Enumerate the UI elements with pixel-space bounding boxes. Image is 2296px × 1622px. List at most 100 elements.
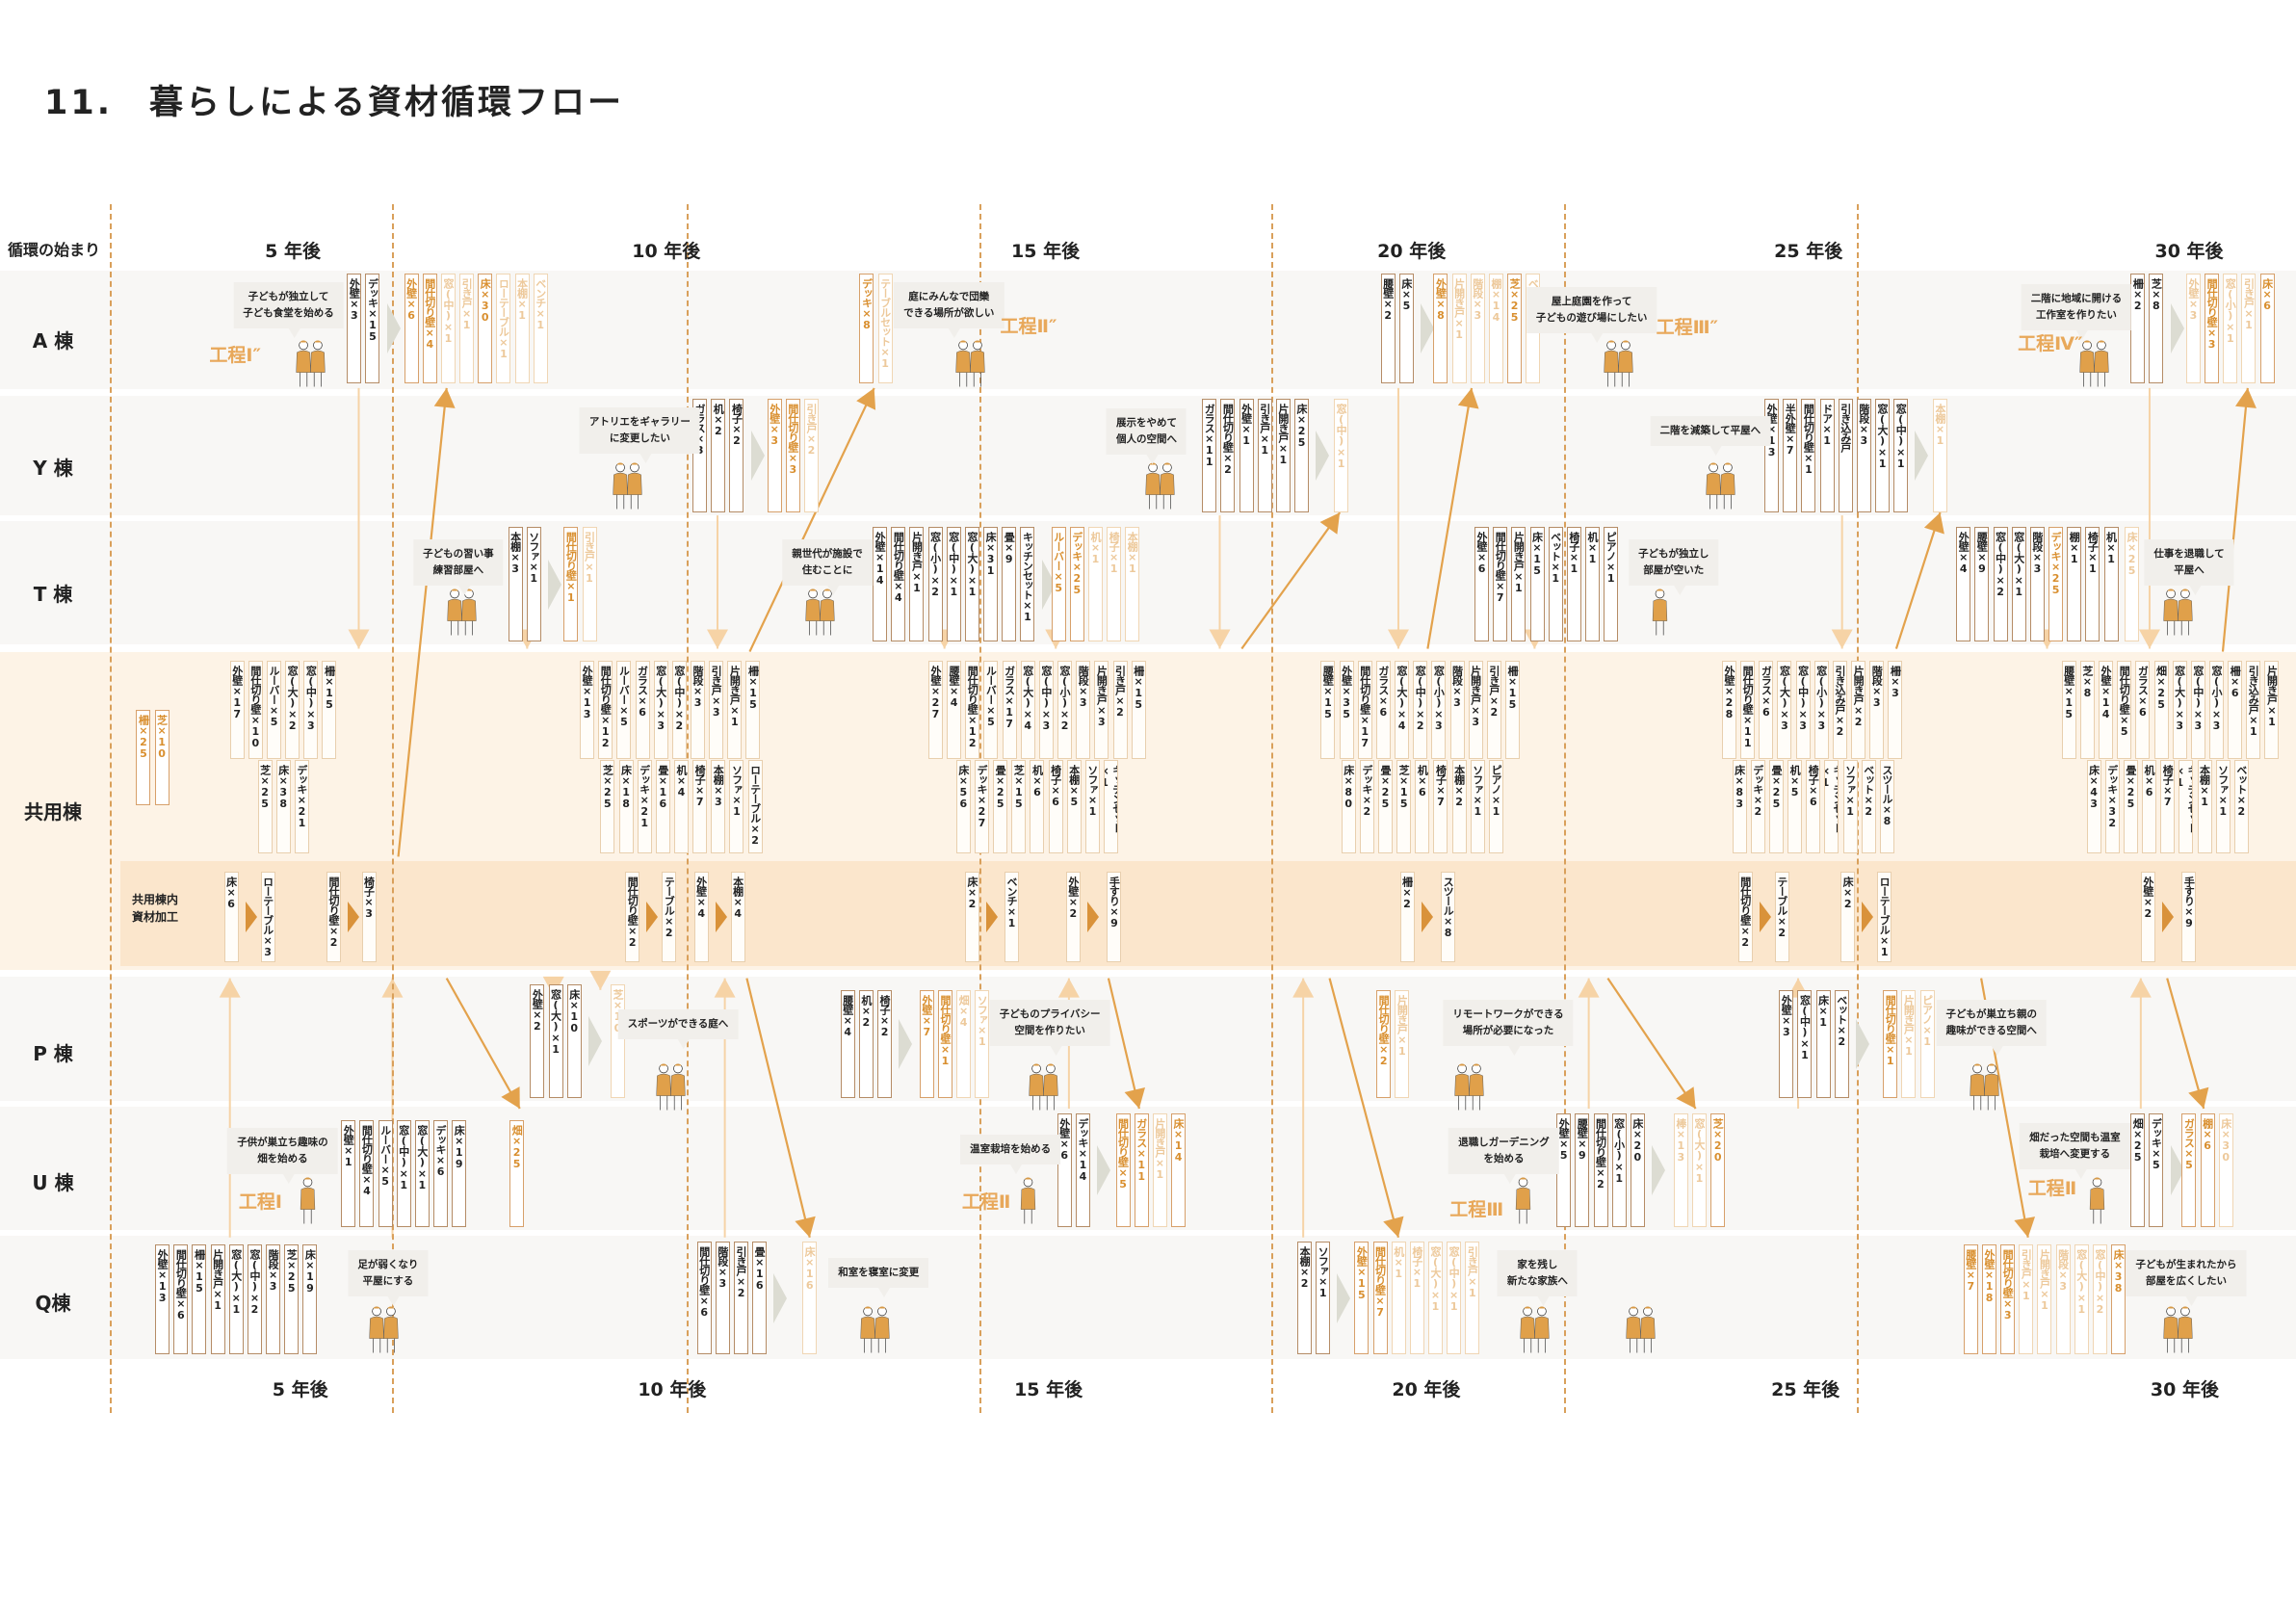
material-card: デッキ×32 xyxy=(2104,760,2120,854)
material-card: 机×1 xyxy=(1584,527,1600,641)
year-label-top: 30 年後 xyxy=(2154,241,2224,262)
material-card: 間仕切り壁×2 xyxy=(1593,1112,1608,1228)
material-card: 外壁×18 xyxy=(1982,1244,1997,1355)
material-card: 片開き戸×1 xyxy=(1275,398,1291,513)
material-card: 机×2 xyxy=(858,989,874,1099)
transition-chevron-icon xyxy=(750,430,765,481)
row-label-a: A 棟 xyxy=(32,328,74,353)
speech-bubble: 子どもが独立し 部屋が空いた xyxy=(1629,538,1719,595)
material-card: 間仕切り壁×4 xyxy=(359,1120,375,1228)
material-card: ソファ×1 xyxy=(729,760,744,854)
material-card: 本棚×1 xyxy=(1125,527,1140,641)
process-label: 工程Ⅰ xyxy=(238,1191,282,1214)
material-card: 窓(小)×1 xyxy=(1611,1112,1627,1228)
arrowhead-icon xyxy=(795,1216,816,1238)
material-card: ガラス×11 xyxy=(1134,1112,1149,1228)
material-card: 間仕切り壁×5 xyxy=(2117,660,2132,759)
speech-bubble: 親世代が施設で 住むことに xyxy=(782,538,873,595)
material-card: スツール×8 xyxy=(1879,760,1894,854)
material-card: 棚×6 xyxy=(2200,1112,2215,1228)
material-card: ドア×1 xyxy=(1819,398,1835,513)
material-card: 外壁×28 xyxy=(1722,660,1736,759)
material-card: 片開き戸×1 xyxy=(1152,1112,1167,1228)
flow-arrow-line xyxy=(1606,978,1697,1110)
material-card: 間仕切り壁×17 xyxy=(1357,660,1372,759)
resident-figure-icon xyxy=(2163,589,2193,636)
arrowhead-icon xyxy=(501,1086,520,1109)
resident-figure-icon xyxy=(613,462,642,510)
year-label-top: 10 年後 xyxy=(632,241,701,262)
material-card: ピアノ×1 xyxy=(1919,989,1935,1099)
material-card: ソファ×1 xyxy=(975,989,990,1099)
material-card: 間仕切り壁×6 xyxy=(696,1242,712,1355)
arrowhead-icon xyxy=(1387,629,1409,649)
flow-arrow-line xyxy=(397,387,448,857)
material-card: 床×6 xyxy=(2259,274,2275,384)
flow-arrow-line xyxy=(745,978,811,1239)
material-card: 芝×20 xyxy=(1710,1112,1726,1228)
material-card: 床×25 xyxy=(2125,527,2140,641)
arrowhead-icon xyxy=(1209,629,1231,649)
material-card: 椅子×7 xyxy=(1433,760,1448,854)
material-card: 腰壁×9 xyxy=(1575,1112,1590,1228)
material-card: 棒×13 xyxy=(1673,1112,1688,1228)
material-card: 床×83 xyxy=(1732,760,1747,854)
transition-chevron-icon xyxy=(1316,430,1330,481)
material-card: 窓(小)×2 xyxy=(927,527,943,641)
arrowhead-icon xyxy=(433,387,456,408)
arrowhead-icon xyxy=(348,629,370,649)
arrowhead-icon xyxy=(1676,1086,1696,1109)
material-card: 外壁×7 xyxy=(919,989,934,1099)
material-card: 窓(大)×1 xyxy=(414,1120,430,1228)
material-card: 本棚×1 xyxy=(2197,760,2212,854)
material-card: 外壁×3 xyxy=(2185,274,2201,384)
material-card: 外壁×35 xyxy=(1339,660,1354,759)
speech-bubble: 退職しガーデニング を始める xyxy=(1448,1127,1559,1184)
material-card: 手すり×9 xyxy=(1107,871,1122,962)
material-card: 窓(中)×1 xyxy=(440,274,456,384)
material-card: 棚×1 xyxy=(2067,527,2082,641)
process-arrow-icon xyxy=(1759,901,1771,932)
material-card: 床×31 xyxy=(983,527,999,641)
material-card: 窓(小)×1 xyxy=(2223,274,2238,384)
material-card: 間仕切り壁×1 xyxy=(1801,398,1816,513)
material-card: 外壁×3 xyxy=(347,274,362,384)
year-label-bottom: 30 年後 xyxy=(2150,1379,2219,1400)
material-card: 窓(中)×2 xyxy=(1993,527,2008,641)
material-card: デッキ×25 xyxy=(1069,527,1084,641)
material-card: 外壁×1 xyxy=(341,1120,356,1228)
material-card: 外壁×2 xyxy=(530,983,545,1099)
process-label: 工程Ⅳ″ xyxy=(2018,333,2083,355)
material-card: 窓(大)×1 xyxy=(228,1244,244,1355)
material-card: 間仕切り壁×7 xyxy=(1493,527,1508,641)
material-card: ルーバー×5 xyxy=(616,660,632,759)
material-card: 間仕切り壁×1 xyxy=(1883,989,1898,1099)
material-card: デッキ×25 xyxy=(2048,527,2064,641)
material-card: 本棚×1 xyxy=(1932,398,1947,513)
material-card: 畑×25 xyxy=(2153,660,2169,759)
material-card: 外壁×6 xyxy=(1057,1112,1072,1228)
material-card: 芝×25 xyxy=(257,760,273,854)
material-card: 本棚×2 xyxy=(1451,760,1467,854)
speech-bubble: 子どものプライバシー 空間を作りたい xyxy=(989,1000,1110,1057)
material-card: 間仕切り壁×3 xyxy=(785,398,800,513)
material-card: 窓(中)×1 xyxy=(1797,989,1813,1099)
material-card: 階段×3 xyxy=(2029,527,2045,641)
process-label: 工程Ⅲ xyxy=(1449,1198,1504,1220)
resident-figure-icon xyxy=(860,1306,890,1353)
resident-figure-icon xyxy=(1028,1063,1058,1111)
material-card: 柵×15 xyxy=(192,1244,207,1355)
material-card: 外壁×1 xyxy=(1239,398,1254,513)
speech-bubble: スポーツができる庭へ xyxy=(617,1008,739,1049)
arrowhead-icon xyxy=(2234,387,2257,408)
material-card: 椅子×7 xyxy=(2160,760,2176,854)
material-card: 間仕切り壁×2 xyxy=(625,871,640,962)
material-card: 階段×3 xyxy=(1449,660,1465,759)
material-card: 引き込み戸×1 xyxy=(2246,660,2261,759)
row-label-u: U 棟 xyxy=(32,1170,74,1194)
resident-figure-icon xyxy=(369,1306,399,1353)
year-label-bottom: 10 年後 xyxy=(638,1379,707,1400)
material-card: 本棚×4 xyxy=(730,871,745,962)
material-card: 床×19 xyxy=(452,1120,467,1228)
material-card: 引き戸×1 xyxy=(2241,274,2257,384)
